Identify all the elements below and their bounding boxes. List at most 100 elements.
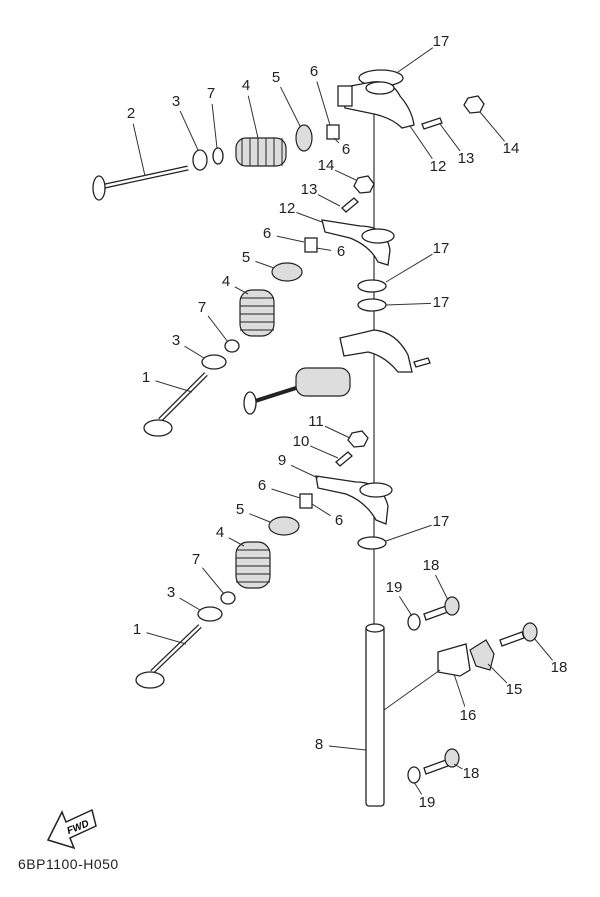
callout-13: 13 bbox=[458, 150, 475, 167]
leader-line-1 bbox=[155, 380, 193, 393]
leader-line-6 bbox=[271, 488, 301, 499]
bolt-18 bbox=[423, 748, 460, 775]
rocker-arm-9 bbox=[315, 475, 393, 525]
leader-line-13 bbox=[439, 123, 461, 152]
spring-4 bbox=[235, 541, 271, 589]
callout-7: 7 bbox=[207, 85, 215, 102]
leader-line-18 bbox=[435, 574, 449, 601]
plate-leader bbox=[383, 669, 441, 711]
nut-11 bbox=[347, 430, 369, 448]
callout-17: 17 bbox=[433, 240, 450, 257]
leader-line-6 bbox=[316, 81, 331, 126]
leader-line-4 bbox=[228, 537, 245, 547]
collet-6 bbox=[304, 237, 318, 253]
leader-line-6 bbox=[315, 247, 332, 251]
callout-17: 17 bbox=[433, 294, 450, 311]
leader-line-7 bbox=[211, 103, 218, 149]
adjusting-screw-13 bbox=[421, 117, 443, 130]
collet-6 bbox=[326, 124, 340, 140]
leader-line-7 bbox=[201, 567, 225, 595]
callout-6: 6 bbox=[310, 63, 318, 80]
callout-13: 13 bbox=[301, 181, 318, 198]
nut-14 bbox=[463, 95, 485, 114]
callout-10: 10 bbox=[293, 433, 310, 450]
callout-9: 9 bbox=[278, 452, 286, 469]
leader-line-11 bbox=[324, 425, 351, 439]
leader-line-3 bbox=[184, 345, 205, 359]
leader-line-10 bbox=[309, 445, 339, 459]
callout-11: 11 bbox=[308, 413, 324, 430]
leader-line-4 bbox=[247, 95, 259, 139]
leader-line-19 bbox=[398, 596, 413, 617]
leader-line-18 bbox=[533, 637, 553, 661]
leader-line-14 bbox=[479, 111, 505, 142]
o-ring-17 bbox=[357, 279, 387, 293]
washer-19 bbox=[407, 613, 421, 631]
callout-3: 3 bbox=[172, 332, 180, 349]
rocker-shaft-8 bbox=[365, 625, 385, 807]
callout-6: 6 bbox=[335, 512, 343, 529]
leader-line-17 bbox=[385, 302, 432, 306]
valve-1 bbox=[135, 624, 202, 689]
bolt-18 bbox=[499, 622, 538, 647]
leader-line-1 bbox=[146, 632, 187, 645]
callout-5: 5 bbox=[272, 69, 280, 86]
valve-2 bbox=[92, 165, 189, 201]
leader-line-19 bbox=[413, 781, 423, 795]
retainer-5 bbox=[271, 262, 303, 282]
callout-4: 4 bbox=[216, 524, 224, 541]
spring-4 bbox=[235, 137, 287, 167]
rocker-arm-12-upper bbox=[337, 81, 415, 129]
shaft-end bbox=[365, 623, 385, 633]
callout-7: 7 bbox=[198, 299, 206, 316]
retainer-5 bbox=[268, 516, 300, 536]
leader-line-7 bbox=[207, 315, 229, 343]
nut-14 bbox=[353, 175, 375, 194]
callout-12: 12 bbox=[279, 200, 296, 217]
spring-4 bbox=[239, 289, 275, 337]
rocker-arm-12 bbox=[321, 219, 395, 266]
rocker-assembly bbox=[243, 329, 431, 415]
callout-19: 19 bbox=[419, 794, 436, 811]
callout-7: 7 bbox=[192, 551, 200, 568]
lock-plate-15 bbox=[469, 639, 495, 671]
callout-6: 6 bbox=[258, 477, 266, 494]
callout-2: 2 bbox=[127, 105, 135, 122]
callout-4: 4 bbox=[222, 273, 230, 290]
leader-line-14 bbox=[334, 169, 357, 181]
stem-seal-7 bbox=[224, 339, 240, 353]
plate-16 bbox=[437, 643, 471, 677]
callout-19: 19 bbox=[386, 579, 403, 596]
leader-line-8 bbox=[328, 745, 367, 751]
seal-3 bbox=[192, 149, 208, 171]
leader-line-2 bbox=[132, 123, 146, 177]
leader-line-17 bbox=[385, 253, 433, 283]
callout-15: 15 bbox=[506, 681, 523, 698]
leader-lines bbox=[132, 47, 553, 795]
leader-line-12 bbox=[296, 212, 323, 223]
callout-1: 1 bbox=[133, 621, 141, 638]
callout-16: 16 bbox=[460, 707, 477, 724]
adjusting-screw-10 bbox=[335, 451, 353, 467]
leader-line-12 bbox=[409, 125, 433, 160]
leader-line-6 bbox=[276, 235, 305, 243]
leader-line-15 bbox=[487, 663, 508, 684]
collet-6 bbox=[299, 493, 313, 509]
callout-6: 6 bbox=[337, 243, 345, 260]
callout-6: 6 bbox=[263, 225, 271, 242]
leader-line-4 bbox=[234, 286, 249, 295]
leader-line-17 bbox=[397, 47, 434, 73]
seal-3 bbox=[201, 354, 227, 370]
o-ring-17 bbox=[357, 536, 387, 550]
callout-5: 5 bbox=[242, 249, 250, 266]
valve-1 bbox=[143, 372, 208, 437]
seal-3 bbox=[197, 606, 223, 622]
bolt-18 bbox=[423, 596, 460, 621]
callout-14: 14 bbox=[503, 140, 520, 157]
leader-line-5 bbox=[255, 260, 275, 269]
callout-17: 17 bbox=[433, 513, 450, 530]
stem-seal-7 bbox=[220, 591, 236, 605]
callout-8: 8 bbox=[315, 736, 323, 753]
